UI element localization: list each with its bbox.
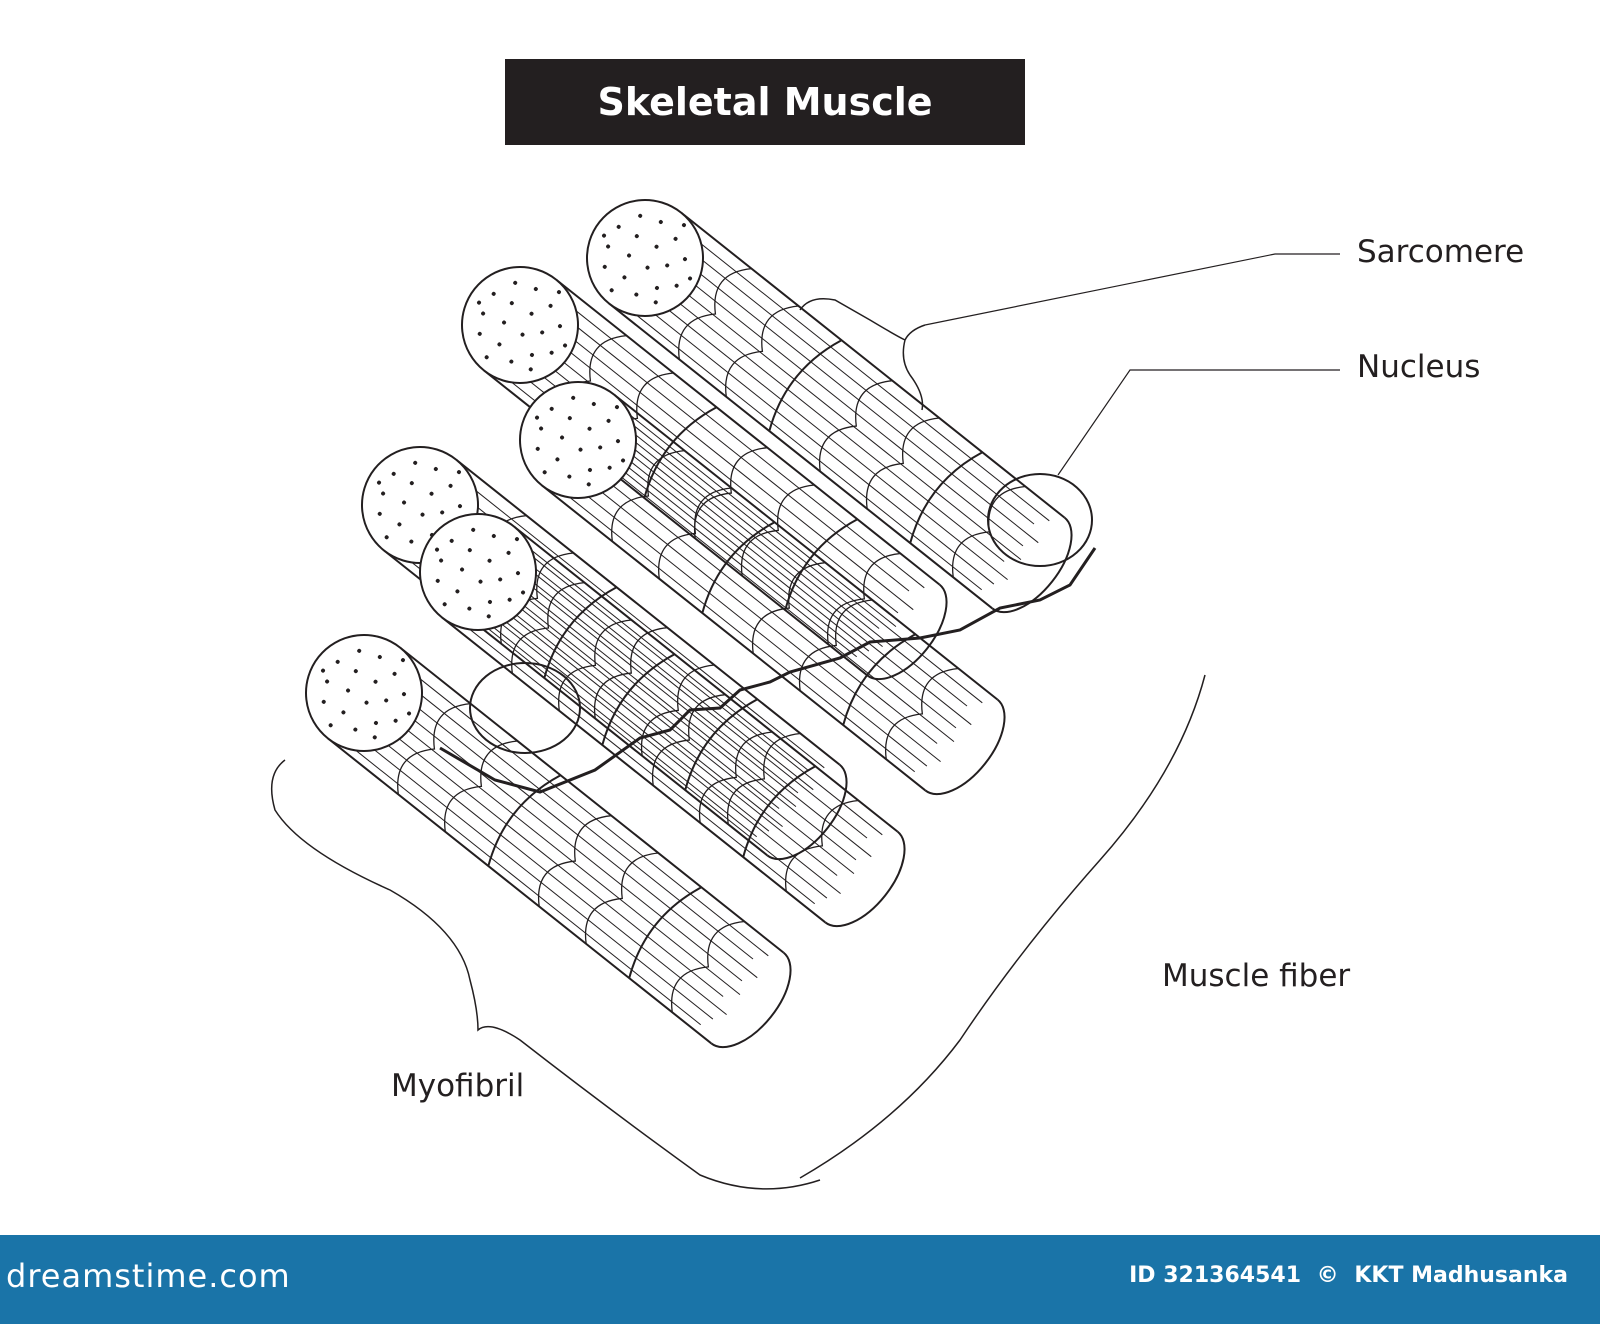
nucleus-shape [469,662,581,754]
muscle-fiber-bracket [799,674,1206,1179]
skeletal-muscle-illustration [270,175,1340,1190]
footer-bar: dreamstime.com ID 321364541 © KKT Madhus… [0,1235,1600,1324]
sarcomere-leader-line [924,253,1340,326]
sarcomere-bracket [799,298,926,411]
footer-credit: ID 321364541 © KKT Madhusanka [1129,1263,1576,1288]
label-nucleus: Nucleus [1357,349,1481,385]
myofibril-bracket [270,759,821,1190]
nucleus-shape [987,473,1093,567]
footer-logo[interactable]: dreamstime.com [6,1257,291,1295]
label-sarcomere: Sarcomere [1357,234,1525,270]
myofibril-cylinder [562,175,1090,629]
nucleus-leader-line [1057,369,1340,476]
sarcolemma-edge [439,547,1097,794]
label-muscle-fiber: Muscle fiber [1162,958,1351,994]
label-myofibril: Myofibril [391,1068,525,1104]
copyright-icon: © [1316,1263,1339,1288]
image-id: ID 321364541 [1129,1263,1301,1288]
author-name: KKT Madhusanka [1354,1263,1568,1288]
diagram-title: Skeletal Muscle [505,59,1025,145]
